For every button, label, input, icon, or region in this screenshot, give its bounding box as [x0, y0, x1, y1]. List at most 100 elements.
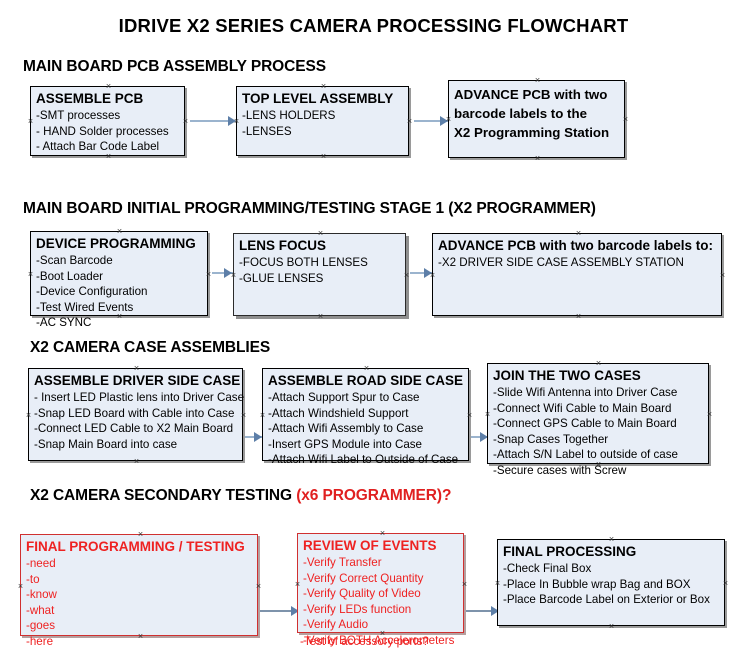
connection-handle-bottom[interactable] [595, 461, 602, 468]
connection-handle-left[interactable] [294, 581, 301, 588]
connection-handle-bottom[interactable] [363, 458, 370, 465]
connection-handle-left[interactable] [445, 116, 452, 123]
connector-1-2 [414, 120, 448, 122]
connection-handle-bottom[interactable] [116, 313, 123, 320]
arrow-head-3-1 [254, 432, 262, 442]
connection-handle-left[interactable] [494, 580, 501, 587]
box-line: -LENSES [242, 124, 292, 138]
connection-handle-right[interactable] [722, 580, 729, 587]
process-box-join-the-two-cases[interactable]: JOIN THE TWO CASES -Slide Wifi Antenna i… [484, 360, 709, 477]
connection-handle-right[interactable] [461, 581, 468, 588]
box-line: -GLUE LENSES [239, 271, 324, 285]
box-line: -Attach Windshield Support [268, 406, 409, 420]
connection-handle-left[interactable] [17, 583, 24, 590]
connection-handle-right[interactable] [706, 411, 713, 418]
connection-handle-right[interactable] [205, 271, 212, 278]
box-line: -know [26, 588, 57, 601]
connection-handle-top[interactable] [575, 230, 582, 237]
process-box-advance-pcb-to-driver-side-case[interactable]: ADVANCE PCB with two barcode labels to: … [432, 233, 722, 316]
connection-handle-top[interactable] [137, 531, 144, 538]
connection-handle-right[interactable] [719, 272, 726, 279]
section-heading-main-board-initial-programming: MAIN BOARD INITIAL PROGRAMMING/TESTING S… [23, 200, 596, 218]
connection-handle-left[interactable] [259, 412, 266, 419]
connection-handle-left[interactable] [233, 118, 240, 125]
box-title: ADVANCE PCB with two barcode labels to t… [454, 85, 620, 142]
connection-handle-right[interactable] [182, 118, 189, 125]
process-box-assemble-pcb[interactable]: ASSEMBLE PCB -SMT processes - HAND Solde… [30, 86, 185, 156]
process-box-assemble-driver-side-case[interactable]: ASSEMBLE DRIVER SIDE CASE - Insert LED P… [25, 365, 244, 461]
box-line: -X2 DRIVER SIDE CASE ASSEMBLY STATION [438, 256, 684, 269]
connection-handle-right[interactable] [255, 583, 262, 590]
box-title: DEVICE PROGRAMMING [36, 236, 196, 251]
process-box-final-processing[interactable]: FINAL PROCESSING -Check Final Box -Place… [497, 539, 725, 626]
box-line: -Place Barcode Label on Exterior or Box [503, 593, 710, 606]
box-line: -FOCUS BOTH LENSES [239, 256, 368, 269]
connection-handle-bottom[interactable] [317, 313, 324, 320]
connection-handle-bottom[interactable] [379, 630, 386, 637]
box-line: -Connect GPS Cable to Main Board [493, 417, 677, 430]
box-line: -AC SYNC [36, 316, 92, 329]
box-line: -Device Configuration [36, 285, 148, 298]
box-line: -Attach Support Spur to Case [268, 391, 420, 404]
connection-handle-left[interactable] [27, 271, 34, 278]
arrow-head-2-1 [224, 268, 232, 278]
connection-handle-top[interactable] [105, 83, 112, 90]
connector-1-1 [190, 120, 235, 122]
box-line: -Verify Quality of Video [303, 587, 421, 600]
process-box-final-programming-testing[interactable]: FINAL PROGRAMMING / TESTING -need -to -k… [17, 531, 258, 648]
box-title: ADVANCE PCB with two barcode labels to: [438, 238, 714, 253]
page-title: IDRIVE X2 SERIES CAMERA PROCESSING FLOWC… [118, 15, 629, 36]
connection-handle-bottom[interactable] [137, 633, 144, 640]
process-box-lens-focus[interactable]: LENS FOCUS -FOCUS BOTH LENSES -GLUE LENS… [233, 233, 406, 316]
box-line: -Verify BOTH Accelerometers [303, 633, 455, 647]
box-line: -goes [26, 619, 56, 632]
box-line: -Check Final Box [503, 562, 592, 575]
box-line: -Test Wired Events [36, 300, 134, 314]
connection-handle-bottom[interactable] [608, 623, 615, 630]
connection-handle-bottom[interactable] [105, 153, 112, 160]
connection-handle-top[interactable] [595, 360, 602, 367]
box-line: -Verify Transfer [303, 556, 382, 569]
connection-handle-top[interactable] [534, 77, 541, 84]
box-title: FINAL PROGRAMMING / TESTING [26, 539, 245, 554]
connection-handle-top[interactable] [363, 365, 370, 372]
box-line: -LENS HOLDERS [242, 109, 336, 122]
connection-handle-top[interactable] [317, 230, 324, 237]
connection-handle-bottom[interactable] [320, 153, 327, 160]
box-line: -Connect LED Cable to X2 Main Board [34, 422, 234, 435]
process-box-assemble-road-side-case[interactable]: ASSEMBLE ROAD SIDE CASE -Attach Support … [259, 365, 469, 466]
connection-handle-right[interactable] [403, 272, 410, 279]
process-box-advance-pcb-to-programming-station[interactable]: ADVANCE PCB with two barcode labels to t… [448, 80, 625, 158]
box-title: FINAL PROCESSING [503, 544, 637, 559]
box-title-line: X2 Programming Station [454, 125, 610, 140]
box-line: - Attach Bar Code Label [36, 140, 160, 153]
connection-handle-left[interactable] [484, 411, 491, 418]
connection-handle-left[interactable] [429, 272, 436, 279]
connection-handle-left[interactable] [230, 272, 237, 279]
process-box-review-of-events[interactable]: REVIEW OF EVENTS -Verify Transfer -Verif… [294, 530, 464, 648]
connection-handle-left[interactable] [27, 118, 34, 125]
box-line: -Attach Wifi Assembly to Case [268, 422, 424, 435]
box-title: LENS FOCUS [239, 238, 327, 253]
connection-handle-top[interactable] [133, 365, 140, 372]
process-box-device-programming[interactable]: DEVICE PROGRAMMING -Scan Barcode -Boot L… [27, 228, 208, 329]
connection-handle-right[interactable] [622, 116, 629, 123]
arrow-head-2-2 [424, 268, 432, 278]
connection-handle-bottom[interactable] [575, 313, 582, 320]
box-line: - HAND Solder processes [36, 124, 169, 138]
connection-handle-bottom[interactable] [133, 458, 140, 465]
box-title-line: ADVANCE PCB with two [454, 87, 608, 102]
process-box-top-level-assembly[interactable]: TOP LEVEL ASSEMBLY -LENS HOLDERS -LENSES [236, 86, 409, 156]
connection-handle-top[interactable] [116, 228, 123, 235]
connection-handle-top[interactable] [320, 83, 327, 90]
connection-handle-right[interactable] [466, 412, 473, 419]
connection-handle-bottom[interactable] [534, 155, 541, 162]
connection-handle-left[interactable] [25, 412, 32, 419]
connection-handle-right[interactable] [406, 118, 413, 125]
arrow-head-3-2 [480, 432, 488, 442]
connection-handle-top[interactable] [379, 530, 386, 537]
arrow-head-1-2 [440, 116, 448, 126]
connection-handle-right[interactable] [240, 412, 247, 419]
connection-handle-top[interactable] [608, 536, 615, 543]
section-heading-text: X2 CAMERA SECONDARY TESTING [30, 487, 297, 504]
